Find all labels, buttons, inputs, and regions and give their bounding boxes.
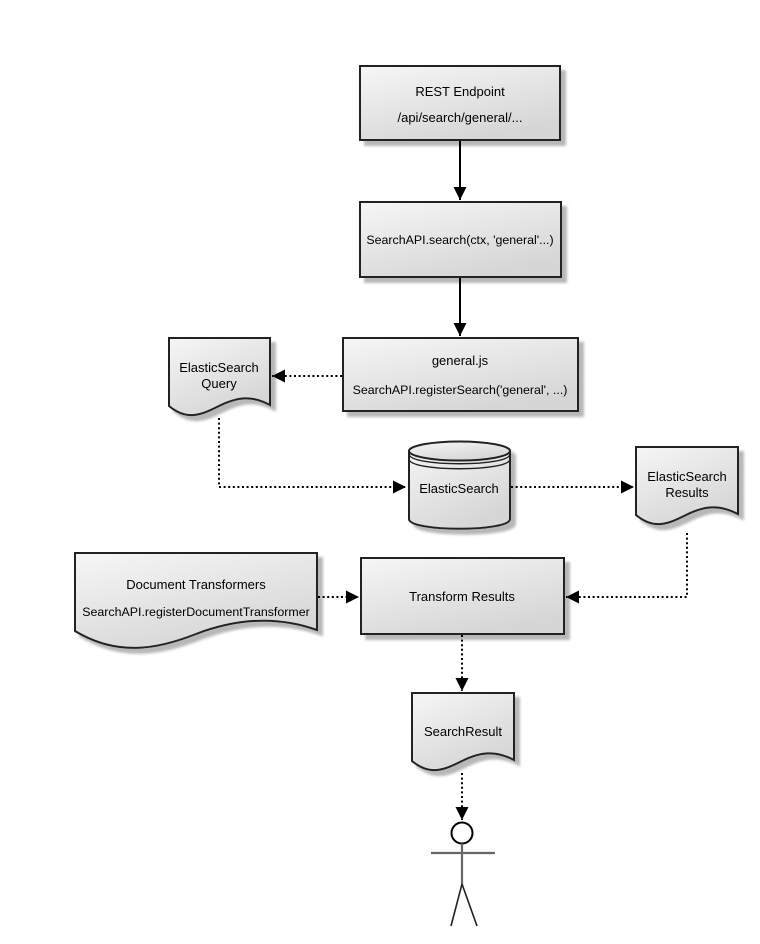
- general-js-label: general.js: [432, 353, 489, 368]
- node-general-js: general.js SearchAPI.registerSearch('gen…: [342, 337, 579, 412]
- node-elasticsearch-db: ElasticSearch: [408, 440, 511, 530]
- node-search-result: SearchResult: [411, 692, 515, 771]
- rest-endpoint-box: [359, 65, 561, 141]
- elasticsearch-results-document-shape: [635, 446, 739, 525]
- node-document-transformers: Document Transformers SearchAPI.register…: [74, 552, 318, 649]
- database-cylinder-rim-line-1: [408, 453, 511, 465]
- node-elasticsearch-query: ElasticSearch Query: [168, 337, 271, 416]
- document-transformers-label: Document Transformers: [126, 577, 266, 592]
- edge-query-to-db: [218, 418, 406, 494]
- document-transformers-register-label: SearchAPI.registerDocumentTransformer: [82, 605, 309, 619]
- transform-results-label: Transform Results: [409, 589, 515, 604]
- node-elasticsearch-results: ElasticSearch Results: [635, 446, 739, 525]
- edge-results-to-transform: [566, 533, 688, 604]
- node-user-actor: [431, 821, 495, 927]
- general-js-register-label: SearchAPI.registerSearch('general', ...): [353, 383, 568, 397]
- node-transform-results: Transform Results: [360, 557, 565, 635]
- elasticsearch-results-label-2: Results: [665, 485, 709, 500]
- document-transformers-shape: [74, 552, 318, 649]
- searchapi-search-label: SearchAPI.search(ctx, 'general'...): [366, 233, 553, 247]
- searchapi-search-box: [359, 201, 562, 278]
- rest-endpoint-path: /api/search/general/...: [397, 110, 522, 125]
- actor-head-icon: [450, 821, 474, 845]
- elasticsearch-query-document-shape: [168, 337, 271, 416]
- node-searchapi-search: SearchAPI.search(ctx, 'general'...): [359, 201, 562, 278]
- elasticsearch-query-label-1: ElasticSearch: [179, 360, 258, 375]
- actor-legs: [450, 883, 478, 927]
- node-rest-endpoint: REST Endpoint /api/search/general/...: [359, 65, 561, 141]
- elasticsearch-db-label: ElasticSearch: [419, 481, 498, 496]
- rest-endpoint-label: REST Endpoint: [415, 84, 505, 99]
- transform-results-box: [360, 557, 565, 635]
- search-result-document-shape: [411, 692, 515, 771]
- search-result-label: SearchResult: [424, 724, 502, 739]
- general-js-box: [342, 337, 579, 412]
- database-cylinder-rim-line-2: [408, 458, 511, 470]
- elasticsearch-results-label-1: ElasticSearch: [647, 469, 726, 484]
- database-cylinder-top: [408, 440, 511, 462]
- elasticsearch-query-label-2: Query: [201, 376, 237, 391]
